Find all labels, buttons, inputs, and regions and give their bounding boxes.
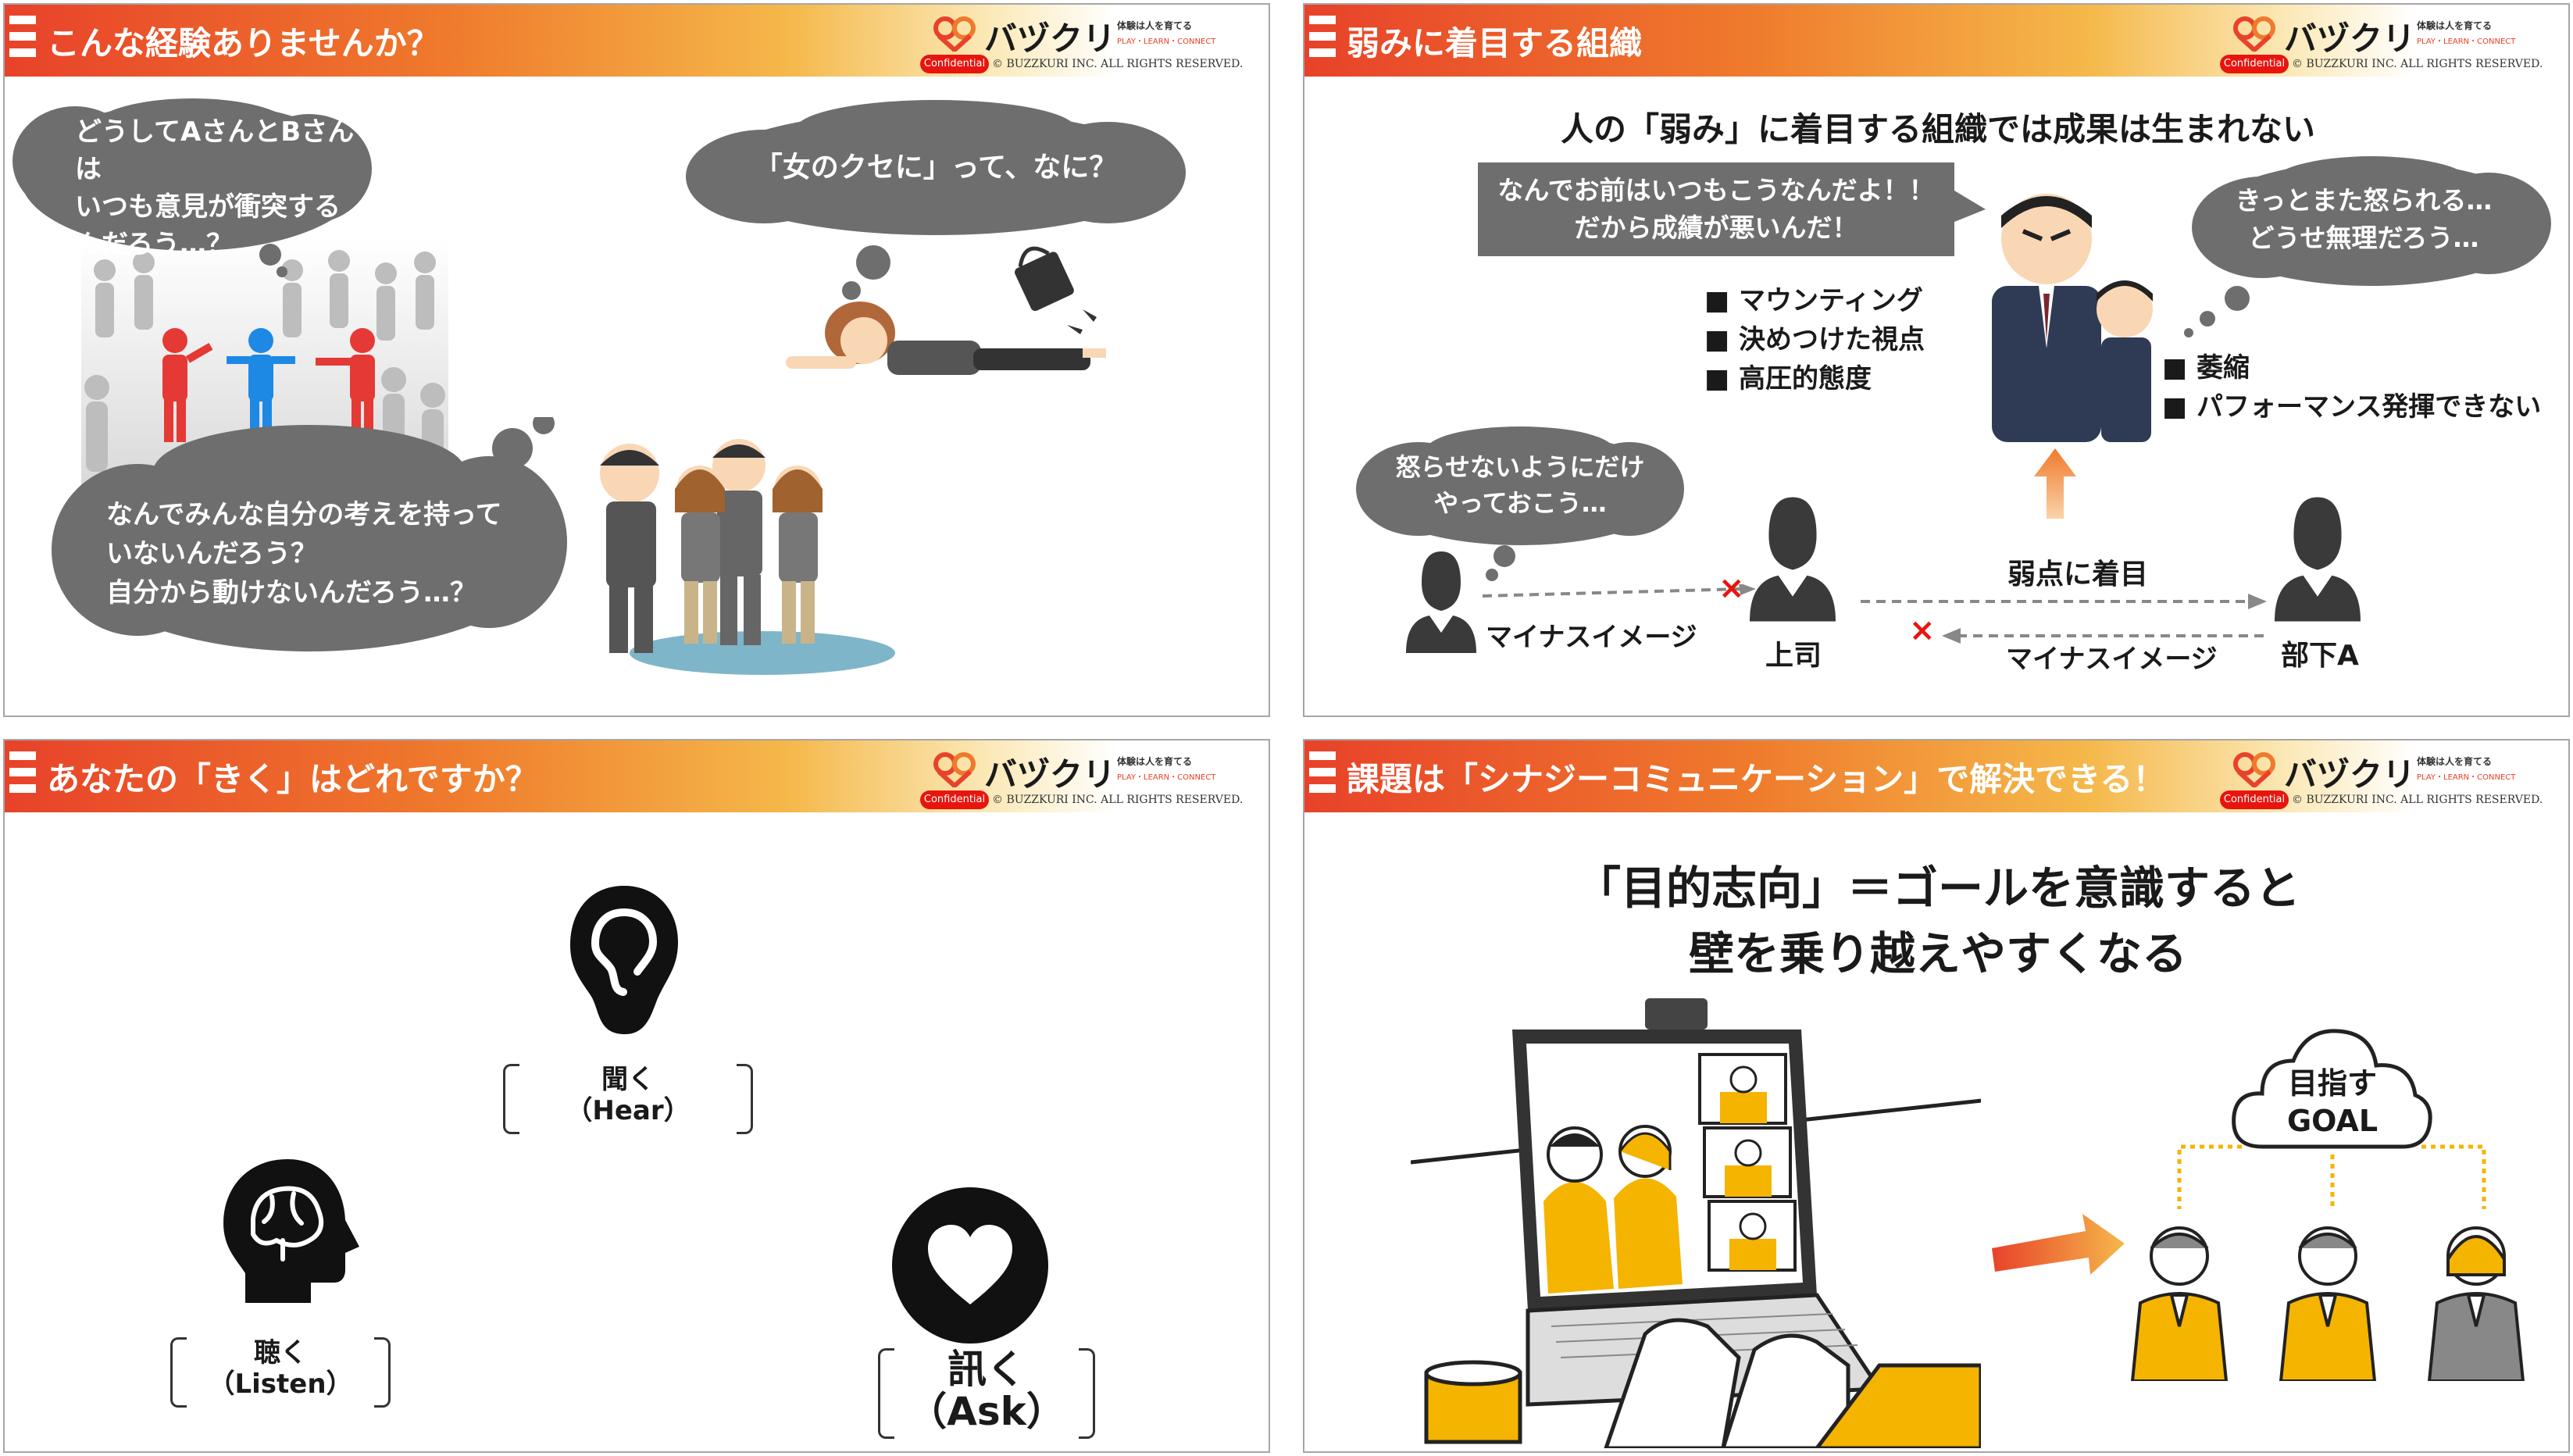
copyright-text: © BUZZKURI INC. ALL RIGHTS RESERVED. xyxy=(992,794,1244,806)
heart-logo-icon xyxy=(933,752,976,787)
boss-speech-box: なんでお前はいつもこうなんだよ！！ だから成績が悪いんだ！ xyxy=(1478,162,1986,280)
boss-scolding-illustration xyxy=(1968,177,2187,442)
goal-text: 目指す GOAL xyxy=(2231,1022,2434,1154)
company-logo: バヅクリ 体験は人を育てる PLAY・LEARN・CONNECT Confide… xyxy=(920,12,1264,75)
bubble-text: 「女のクセに」って、なに？ xyxy=(754,152,1118,184)
slide-header: あなたの「きく」はどれですか？ xyxy=(5,740,1269,812)
bubble-text: 怒らせないようにだけ やっておこう… xyxy=(1395,452,1645,518)
thought-bubble-gender: 「女のクセに」って、なに？ xyxy=(678,98,1194,302)
header-stripes xyxy=(1309,16,1336,66)
cross-mark: × xyxy=(1718,570,1745,606)
speech-text: なんでお前はいつもこうなんだよ！！ だから成績が悪いんだ！ xyxy=(1497,175,1935,243)
dotted-connector-lines xyxy=(2148,1131,2515,1209)
trait-item: ■ 高圧的態度 xyxy=(1704,363,1872,394)
brand-name: バヅクリ xyxy=(984,755,1116,794)
trait-item: ■ 決めつけた視点 xyxy=(1704,324,1925,355)
slide-title: こんな経験ありませんか？ xyxy=(47,24,440,62)
brand-name: バヅクリ xyxy=(984,20,1116,58)
slide-experience: こんな経験ありませんか？ バヅクリ 体験は人を育てる PLAY・LEARN・CO… xyxy=(3,3,1270,717)
bubble-text: なんでみんな自分の考えを持って いないんだろう？ 自分から動けないんだろう…？ xyxy=(106,499,502,608)
thought-bubble-passive: なんでみんな自分の考えを持って いないんだろう？ 自分から動けないんだろう…？ xyxy=(52,417,583,667)
slide-weakness-focus: 弱みに着目する組織 バヅクリ 体験は人を育てる PLAY・LEARN・CONNE… xyxy=(1303,3,2570,717)
dashed-arrow-to-subordinate xyxy=(1861,592,2267,611)
ask-label: 訊く （Ask） xyxy=(878,1348,1095,1439)
heart-logo-icon xyxy=(2233,752,2275,787)
confidential-badge: Confidential xyxy=(2220,790,2289,809)
confidential-badge: Confidential xyxy=(920,55,989,73)
goal-cloud: 目指す GOAL xyxy=(2231,1022,2434,1154)
copyright-text: © BUZZKURI INC. ALL RIGHTS RESERVED. xyxy=(2292,58,2543,70)
hear-label: 聞く （Hear） xyxy=(503,1064,753,1134)
company-logo: バヅクリ 体験は人を育てる PLAY・LEARN・CONNECT Confide… xyxy=(2220,748,2564,811)
copyright-text: © BUZZKURI INC. ALL RIGHTS RESERVED. xyxy=(992,58,1244,70)
up-arrow-icon xyxy=(2034,448,2076,519)
slide-listening-types: あなたの「きく」はどれですか？ バヅクリ 体験は人を育てる PLAY・LEARN… xyxy=(3,739,1270,1453)
office-workers-illustration xyxy=(583,426,911,676)
header-stripes xyxy=(1309,751,1336,801)
brand-name: バヅクリ xyxy=(2284,20,2416,58)
goal-line1: 目指す xyxy=(2287,1066,2377,1101)
brand-tagline: 体験は人を育てる xyxy=(1117,756,1193,767)
exhausted-woman-illustration xyxy=(786,231,1122,403)
right-arrow-icon xyxy=(1992,1209,2125,1279)
slide-synergy-communication: 課題は「シナジーコミュニケーション」で解決できる！ バヅクリ 体験は人を育てる … xyxy=(1303,739,2570,1453)
header-stripes xyxy=(9,751,36,801)
label-minus-image-right: マイナスイメージ xyxy=(2006,644,2218,675)
ear-icon xyxy=(566,881,683,1037)
confidential-badge: Confidential xyxy=(2220,55,2289,73)
brand-subtagline: PLAY・LEARN・CONNECT xyxy=(1117,37,1216,46)
boss-traits-list: ■ マウンティング ■ 決めつけた視点 ■ 高圧的態度 xyxy=(1704,281,1925,398)
subordinate-traits-list: ■ 萎縮 ■ パフォーマンス発揮できない xyxy=(2162,348,2541,426)
slide-title: 弱みに着目する組織 xyxy=(1347,24,1643,62)
trait-item: ■ 萎縮 xyxy=(2162,352,2250,384)
slide-headline-line1: 「目的志向」＝ゴールを意識すると xyxy=(1575,862,2300,915)
heart-logo-icon xyxy=(933,16,976,52)
goal-line2: GOAL xyxy=(2286,1104,2379,1138)
label-boss: 上司 xyxy=(1765,640,1822,672)
copyright-text: © BUZZKURI INC. ALL RIGHTS RESERVED. xyxy=(2292,794,2543,806)
team-members-illustration xyxy=(2125,1209,2531,1383)
video-call-laptop-illustration xyxy=(1410,998,1990,1451)
slide-title: 課題は「シナジーコミュニケーション」で解決できる！ xyxy=(1347,760,2166,798)
brand-tagline: 体験は人を育てる xyxy=(2417,756,2493,767)
label-minus-image-left: マイナスイメージ xyxy=(1486,622,1697,653)
brand-subtagline: PLAY・LEARN・CONNECT xyxy=(2417,37,2516,46)
bubble-text: きっとまた怒られる… どうせ無理だろう… xyxy=(2235,185,2493,253)
boss-silhouette-icon xyxy=(1750,497,1836,622)
slide-headline-line2: 壁を乗り越えやすくなる xyxy=(1688,927,2187,980)
brand-name: バヅクリ xyxy=(2284,755,2416,794)
label-subordinate: 部下A xyxy=(2281,640,2359,672)
heart-logo-icon xyxy=(2233,16,2275,52)
trait-item: ■ パフォーマンス発揮できない xyxy=(2162,391,2542,423)
subordinate-thought-bubble: きっとまた怒られる… どうせ無理だろう… xyxy=(2176,153,2551,341)
subordinate-silhouette-icon xyxy=(2275,497,2361,622)
slide-header: 弱みに着目する組織 xyxy=(1304,5,2568,77)
slide-headline: 人の「弱み」に着目する組織では成果は生まれない xyxy=(1560,110,2315,148)
company-logo: バヅクリ 体験は人を育てる PLAY・LEARN・CONNECT Confide… xyxy=(920,748,1264,811)
brain-head-icon xyxy=(217,1156,362,1304)
slide-header: 課題は「シナジーコミュニケーション」で解決できる！ xyxy=(1304,740,2568,812)
brand-subtagline: PLAY・LEARN・CONNECT xyxy=(2417,773,2516,782)
brand-tagline: 体験は人を育てる xyxy=(1117,20,1193,31)
thought-bubble-conflict: どうしてAさんとBさんは いつも意見が衝突する んだろう…？ xyxy=(12,98,372,278)
brand-subtagline: PLAY・LEARN・CONNECT xyxy=(1117,773,1216,782)
dashed-arrow-right xyxy=(1482,583,1756,608)
slide-header: こんな経験ありませんか？ xyxy=(5,5,1269,77)
listen-label: 聴く （Listen） xyxy=(170,1337,391,1408)
company-logo: バヅクリ 体験は人を育てる PLAY・LEARN・CONNECT Confide… xyxy=(2220,12,2564,75)
heart-icon xyxy=(892,1187,1048,1344)
bubble-text: どうしてAさんとBさんは いつも意見が衝突する んだろう…？ xyxy=(75,116,355,260)
confidential-badge: Confidential xyxy=(920,790,989,809)
label-focus-weakness: 弱点に着目 xyxy=(2007,558,2149,591)
self-protect-thought-bubble: 怒らせないようにだけ やっておこう… xyxy=(1348,426,1692,583)
brand-tagline: 体験は人を育てる xyxy=(2417,20,2493,31)
slide-title: あなたの「きく」はどれですか？ xyxy=(47,760,538,798)
trait-item: ■ マウンティング xyxy=(1704,285,1923,316)
header-stripes xyxy=(9,16,36,66)
colleague-silhouette-icon xyxy=(1406,551,1476,653)
cross-mark: × xyxy=(1909,612,1936,648)
dashed-arrow-to-boss xyxy=(1942,626,2267,645)
